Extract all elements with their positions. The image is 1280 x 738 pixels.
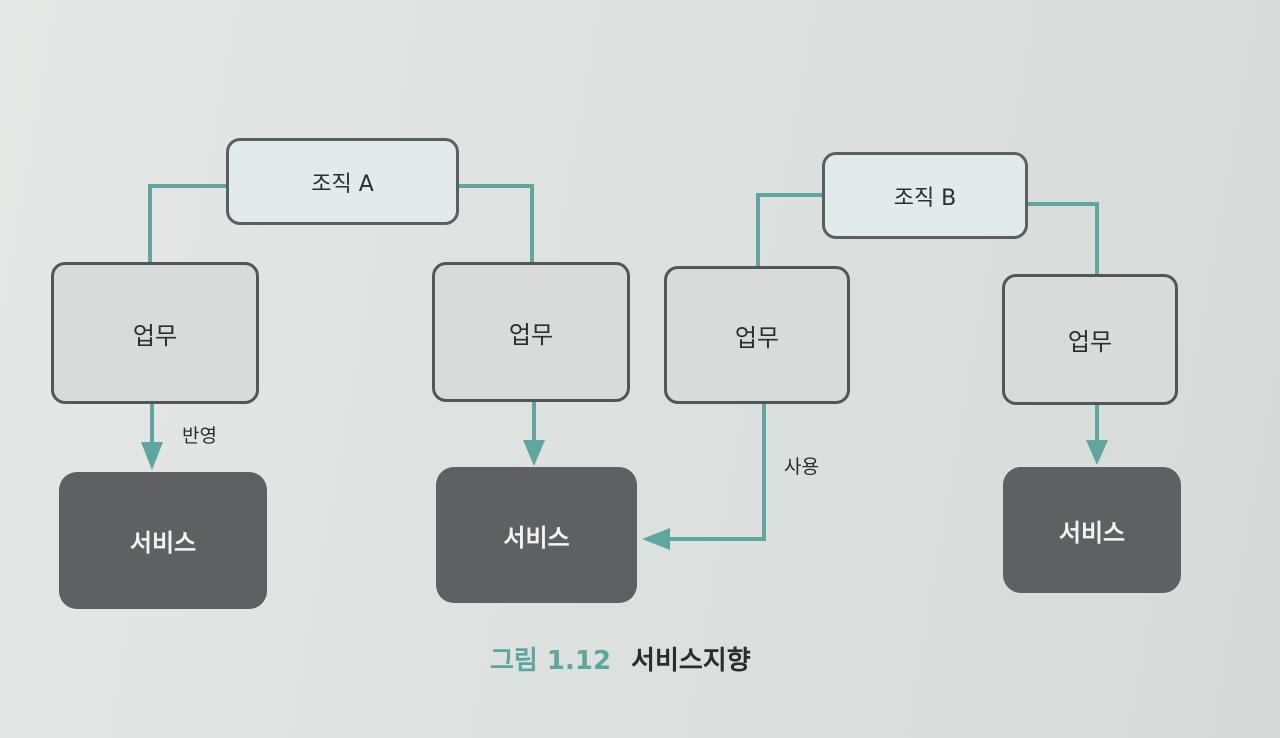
figure-number: 그림 1.12: [490, 646, 612, 676]
org-a-label: 조직 A: [311, 171, 374, 197]
service-3-box: 서비스: [1003, 467, 1181, 593]
connector-org-a-task-2: [458, 184, 534, 263]
org-a-box: 조직 A: [226, 138, 459, 225]
connector-org-b-task-4: [1027, 202, 1099, 276]
task-1-label: 업무: [132, 321, 178, 350]
org-b-box: 조직 B: [822, 152, 1028, 239]
service-1-label: 서비스: [129, 529, 197, 557]
service-2-box: 서비스: [436, 467, 637, 603]
task-4-label: 업무: [1067, 328, 1113, 356]
task-3-label: 업무: [734, 323, 780, 352]
org-b-label: 조직 B: [893, 185, 957, 211]
task-2-label: 업무: [508, 320, 554, 349]
service-1-box: 서비스: [59, 472, 267, 609]
arrow-task-3-service-2: [668, 403, 766, 541]
arrowhead-service-2: [523, 440, 545, 466]
figure-caption: 그림 1.12 서비스지향: [490, 640, 751, 677]
arrowhead-service-3: [1086, 440, 1108, 465]
edge-label-use: 사용: [784, 456, 819, 478]
task-2-box: 업무: [432, 262, 630, 402]
arrowhead-service-1: [141, 442, 163, 470]
connector-org-b-task-3: [756, 193, 824, 268]
edge-label-reflect: 반영: [182, 425, 217, 447]
arrowhead-service-2-side: [642, 528, 670, 550]
task-4-box: 업무: [1002, 274, 1178, 405]
figure-title: 서비스지향: [631, 646, 751, 676]
task-1-box: 업무: [51, 262, 259, 404]
service-3-label: 서비스: [1058, 518, 1126, 547]
service-2-label: 서비스: [503, 523, 570, 552]
task-3-box: 업무: [664, 266, 850, 404]
connector-org-a-task-1: [148, 184, 228, 263]
